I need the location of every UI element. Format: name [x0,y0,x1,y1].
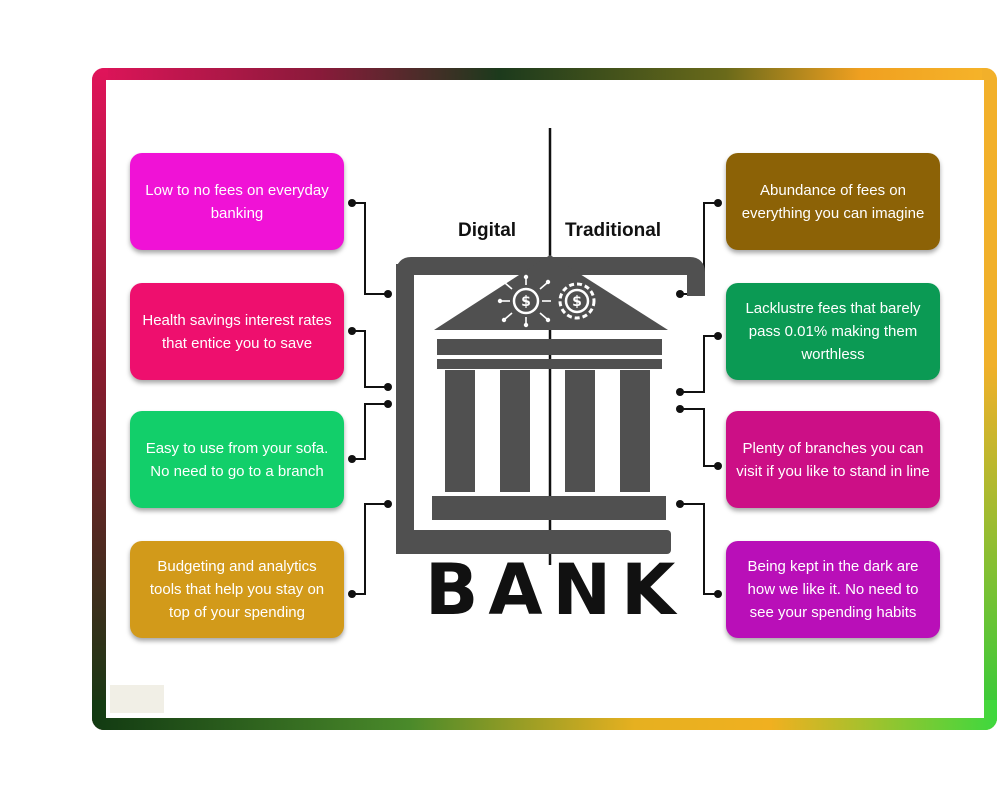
digital-item-convenience: Easy to use from your sofa. No need to g… [130,411,344,508]
traditional-item-fees: Abundance of fees on everything you can … [726,153,940,250]
svg-text:$: $ [521,294,531,310]
traditional-header: Traditional [565,220,662,241]
traditional-item-branches: Plenty of branches you can visit if you … [726,411,940,508]
bank-label: BANK [425,549,686,631]
digital-item-fees: Low to no fees on everyday banking [130,153,344,250]
digital-coin-circuit-icon: $ [497,274,551,328]
traditional-item-transparency: Being kept in the dark are how we like i… [726,541,940,638]
digital-item-interest: Health savings interest rates that entic… [130,283,344,380]
frame-left-edge [92,68,108,730]
traditional-item-interest: Lacklustre fees that barely pass 0.01% m… [726,283,940,380]
corner-patch [110,685,164,713]
digital-item-budgeting: Budgeting and analytics tools that help … [130,541,344,638]
frame-right-edge [982,68,997,730]
dollar-coin-icon: $ [558,282,596,320]
bank-building-icon [396,255,705,554]
svg-text:$: $ [572,294,582,310]
digital-header: Digital [458,220,517,241]
